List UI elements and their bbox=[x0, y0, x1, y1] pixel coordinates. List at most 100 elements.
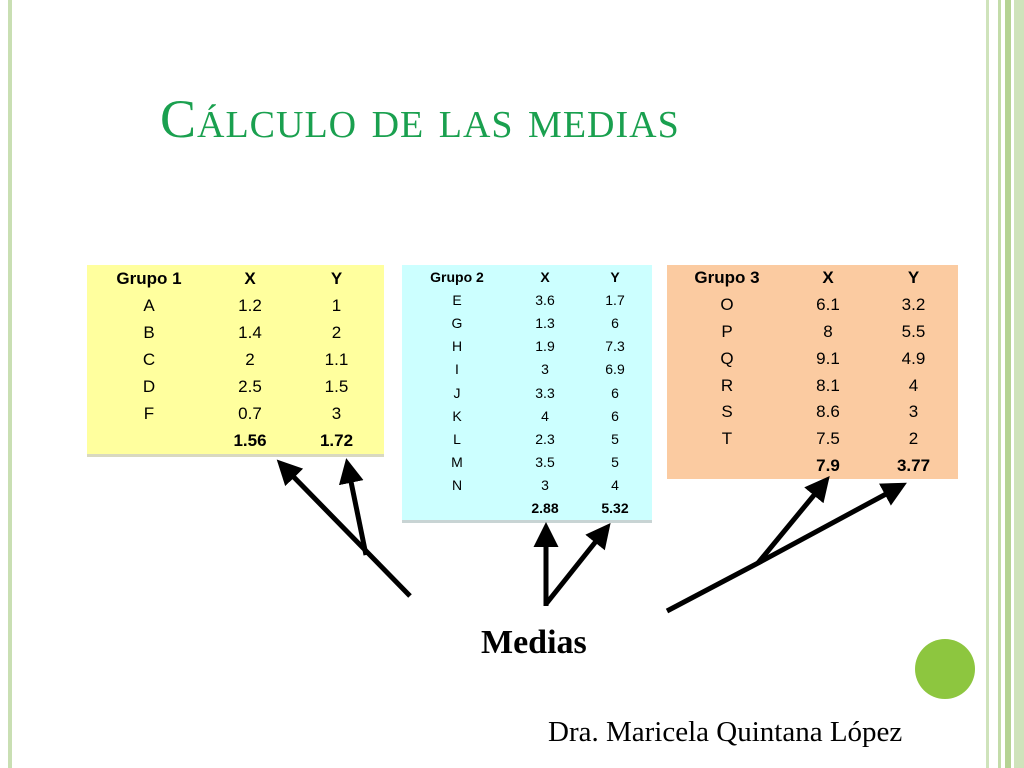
table-cell: G bbox=[451, 314, 463, 331]
column-header: X bbox=[822, 268, 834, 288]
table-cell: 2 bbox=[245, 349, 255, 369]
table-cell: 6 bbox=[611, 314, 619, 331]
table-cell: N bbox=[451, 477, 463, 494]
table-cell: 1.7 bbox=[605, 291, 625, 308]
table-header-row: Grupo 1 X Y bbox=[87, 265, 384, 292]
table-cell: 6 bbox=[611, 384, 619, 401]
column-header: Y bbox=[907, 268, 920, 288]
table-cell: 6.9 bbox=[605, 361, 625, 378]
table-cell: O bbox=[720, 295, 734, 315]
column-header: Grupo 1 bbox=[116, 268, 182, 288]
table-cell: C bbox=[142, 349, 156, 369]
table-cell: 2.3 bbox=[535, 430, 555, 447]
mean-row: 2.88 5.32 bbox=[402, 497, 652, 522]
table-row: P 8 5.5 bbox=[667, 319, 958, 346]
mean-row: 7.9 3.77 bbox=[667, 453, 958, 480]
arrow-group2-y bbox=[544, 522, 611, 606]
table-row: C 2 1.1 bbox=[87, 346, 384, 373]
table-cell: 1 bbox=[331, 295, 342, 315]
table-cell: Q bbox=[720, 348, 734, 368]
table-cell: P bbox=[721, 321, 733, 341]
table-cell: 6 bbox=[611, 407, 619, 424]
table-cell: 1.1 bbox=[324, 349, 349, 369]
table-cell: 5 bbox=[611, 430, 619, 447]
mean-cell: 5.32 bbox=[601, 500, 629, 517]
table-cell: 3.3 bbox=[535, 384, 555, 401]
column-header: Y bbox=[330, 268, 343, 288]
column-header: X bbox=[244, 268, 256, 288]
mean-cell: 7.9 bbox=[816, 455, 840, 475]
table-cell: 0.7 bbox=[238, 403, 262, 423]
table-row: J 3.3 6 bbox=[402, 381, 652, 404]
table-cell: 3 bbox=[908, 402, 919, 422]
table-cell: 4 bbox=[611, 477, 619, 494]
table-cell: 1.3 bbox=[535, 314, 555, 331]
table-cell: 6.1 bbox=[816, 295, 840, 315]
table-cell: 2.5 bbox=[238, 376, 262, 396]
slide-frame-left bbox=[8, 0, 12, 768]
table-row: G 1.3 6 bbox=[402, 311, 652, 334]
arrow-group3-base bbox=[665, 559, 762, 614]
table-cell: 4 bbox=[908, 375, 919, 395]
table-cell: 7.5 bbox=[816, 429, 840, 449]
table-row: F 0.7 3 bbox=[87, 400, 384, 427]
column-header: Grupo 3 bbox=[694, 268, 760, 288]
table-cell: J bbox=[453, 384, 461, 401]
column-header: X bbox=[540, 268, 550, 285]
table-row: B 1.4 2 bbox=[87, 319, 384, 346]
column-header: Y bbox=[610, 268, 620, 285]
table-cell: 4 bbox=[541, 407, 549, 424]
table-cell: I bbox=[455, 361, 459, 378]
mean-cell: 3.77 bbox=[896, 455, 931, 475]
table-cell: 8 bbox=[823, 321, 833, 341]
table-cell: 2 bbox=[331, 322, 342, 342]
table-cell: 5 bbox=[611, 454, 619, 471]
table-cell: 3 bbox=[331, 403, 342, 423]
table-cell: H bbox=[451, 338, 463, 355]
table-cell: 5.5 bbox=[901, 321, 926, 341]
table-cell: A bbox=[143, 295, 155, 315]
table-cell: 7.3 bbox=[605, 338, 625, 355]
table-cell: 9.1 bbox=[816, 348, 840, 368]
table-cell: 8.6 bbox=[816, 402, 840, 422]
author-name: Dra. Maricela Quintana López bbox=[548, 716, 903, 748]
table-row: Q 9.1 4.9 bbox=[667, 345, 958, 372]
table-cell: 3 bbox=[541, 361, 549, 378]
table-cell: 8.1 bbox=[816, 375, 840, 395]
table-row: A 1.2 1 bbox=[87, 292, 384, 319]
table-cell: M bbox=[451, 454, 463, 471]
table-cell: L bbox=[453, 430, 461, 447]
table-cell: 3.5 bbox=[535, 454, 555, 471]
table-cell: F bbox=[143, 403, 155, 423]
column-header: Grupo 2 bbox=[430, 268, 484, 285]
table-row: L 2.3 5 bbox=[402, 427, 652, 450]
table-cell: K bbox=[452, 407, 462, 424]
mean-cell: 2.88 bbox=[531, 500, 559, 517]
table-cell: 1.4 bbox=[238, 322, 262, 342]
arrow-group3-x bbox=[756, 476, 830, 565]
table-cell: 1.9 bbox=[535, 338, 555, 355]
arrow-group3-y bbox=[758, 482, 907, 565]
table-cell: 1.2 bbox=[238, 295, 262, 315]
table-cell: 3 bbox=[541, 477, 549, 494]
table-cell: B bbox=[143, 322, 155, 342]
table-cell: D bbox=[142, 376, 156, 396]
table-cell: 4.9 bbox=[901, 348, 926, 368]
decorative-circle bbox=[915, 639, 975, 699]
table-cell: T bbox=[721, 429, 733, 449]
table-cell: 3.2 bbox=[901, 295, 926, 315]
medias-label: Medias bbox=[481, 624, 587, 661]
table-row: H 1.9 7.3 bbox=[402, 335, 652, 358]
table-cell: 3.6 bbox=[535, 291, 555, 308]
mean-cell: 1.72 bbox=[319, 430, 354, 450]
table-row: N 3 4 bbox=[402, 474, 652, 497]
